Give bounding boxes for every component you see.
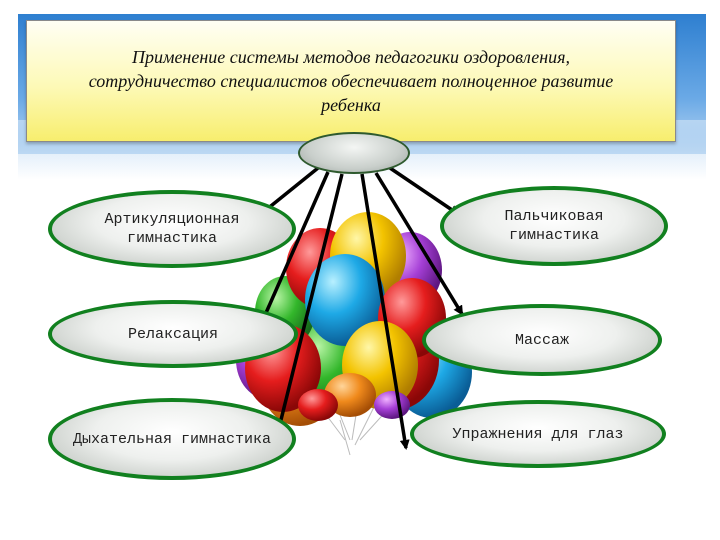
hub-ellipse (298, 132, 410, 174)
node-label: Пальчиковая гимнастика (504, 208, 604, 244)
arrow-eyes (360, 173, 410, 450)
title-text: Применение системы методов педагогики оз… (88, 47, 614, 115)
node-label: Массаж (514, 331, 569, 349)
node-massage: Массаж (422, 304, 662, 376)
title-box: Применение системы методов педагогики оз… (26, 20, 676, 142)
node-relaxation: Релаксация (48, 300, 298, 368)
node-articulation-gymnastics: Артикуляционная гимнастика (48, 190, 296, 268)
node-eye-exercises: Упражнения для глаз (410, 400, 666, 468)
arrow-finger (389, 166, 460, 216)
arrow-breathing (273, 173, 344, 442)
arrow-relaxation (260, 171, 330, 324)
node-breathing-gymnastics: Дыхательная гимнастика (48, 398, 296, 480)
node-label: Дыхательная гимнастика (72, 430, 272, 448)
node-finger-gymnastics: Пальчиковая гимнастика (440, 186, 668, 266)
node-label: Упражнения для глаз (452, 425, 624, 443)
node-label: Артикуляционная гимнастика (104, 211, 240, 247)
arrow-massage (374, 172, 464, 316)
node-label: Релаксация (127, 325, 218, 343)
